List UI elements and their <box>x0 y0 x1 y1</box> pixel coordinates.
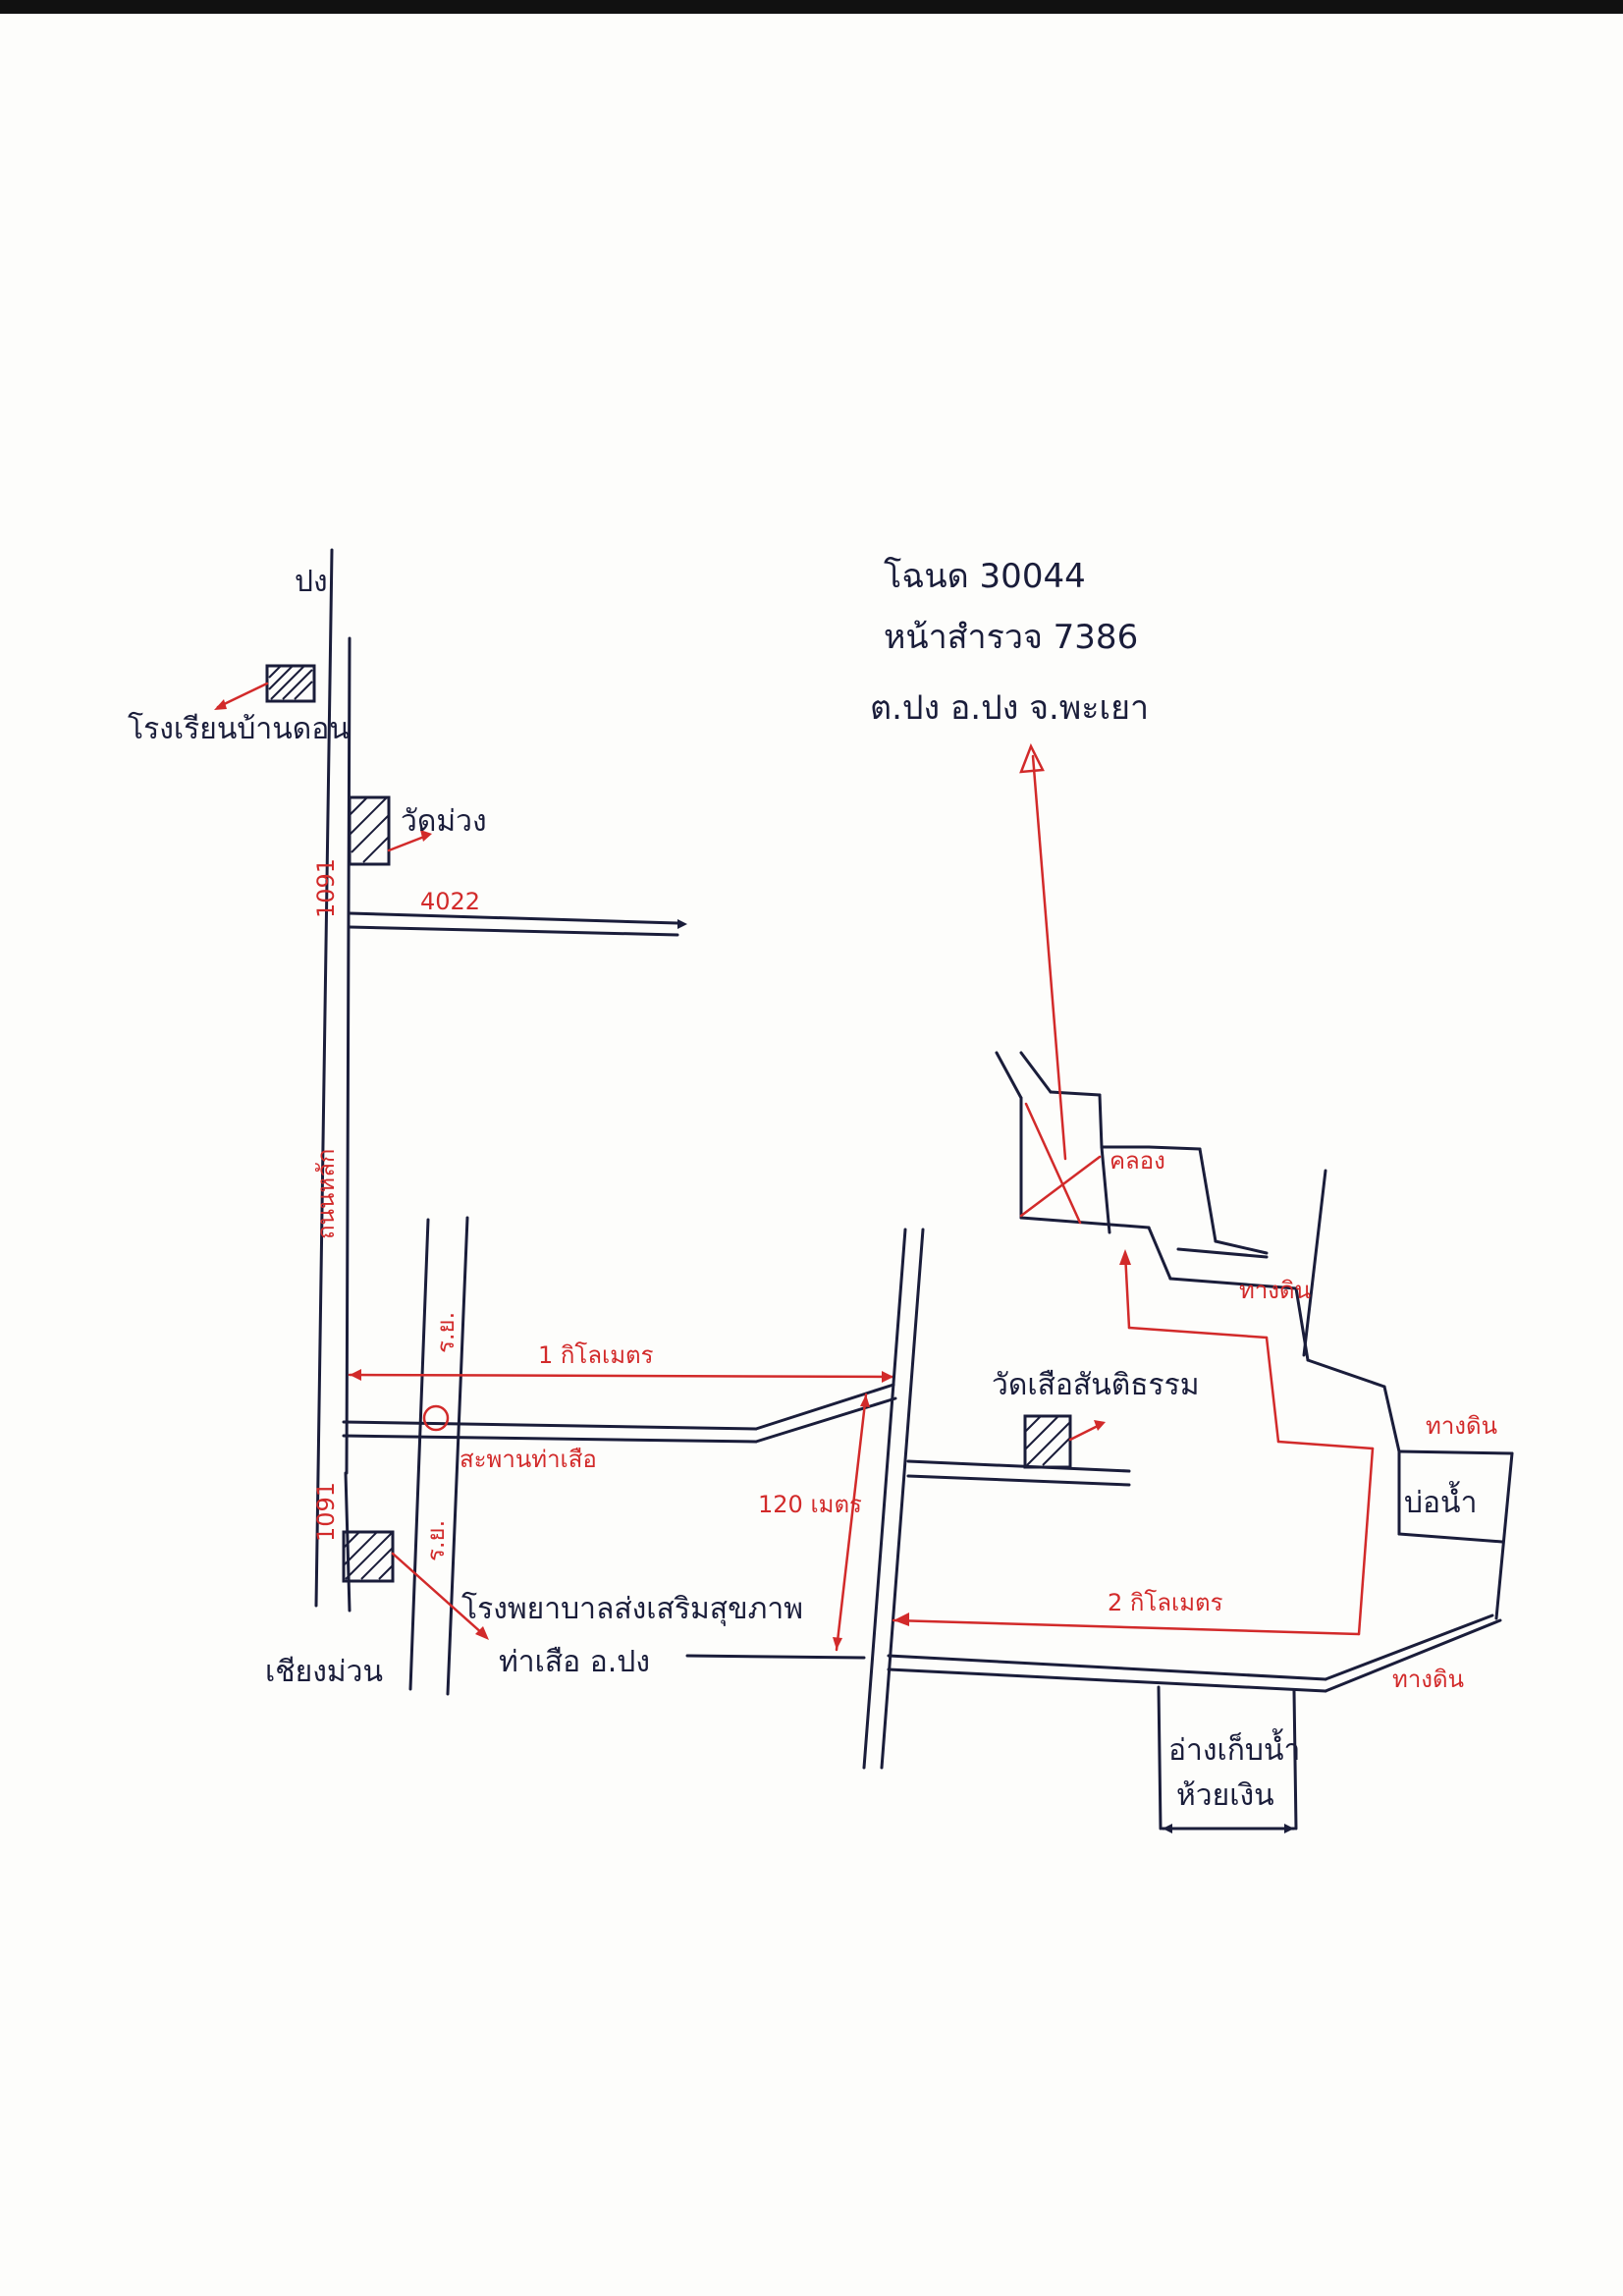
route-1091-bottom: 1091 <box>312 1482 340 1542</box>
temple-mid-label: วัดเสือสันติธรรม <box>992 1368 1200 1402</box>
one-km-label: 1 กิโลเมตร <box>538 1341 654 1369</box>
route-side-label: ถนนหลัก <box>312 1149 340 1239</box>
deed-line-3: ต.ปง อ.ปง จ.พะเยา <box>870 688 1149 728</box>
temple-top-marker <box>348 795 432 866</box>
bridge-road <box>342 1383 897 1444</box>
dirt-road-label-3: ทางดิน <box>1392 1666 1464 1693</box>
hospital-marker <box>342 1530 489 1640</box>
hospital-label-1: โรงพยาบาลส่งเสริมสุขภาพ <box>461 1591 803 1627</box>
deed-line-2: หน้าสำรวจ 7386 <box>884 618 1138 657</box>
waterworks-label-2: ห้วยเงิน <box>1176 1778 1274 1813</box>
school-marker <box>214 664 316 710</box>
road-4022 <box>348 911 687 937</box>
temple-top-label: วัดม่วง <box>401 804 487 839</box>
river <box>408 1216 469 1696</box>
ditch-label: คลอง <box>1109 1147 1165 1175</box>
temple-mid-marker <box>1023 1414 1106 1469</box>
river-label-bottom: ร.ย. <box>422 1520 450 1561</box>
deed-line-1: โฉนด 30044 <box>884 557 1086 596</box>
bridge-label: สะพานท่าเสือ <box>460 1446 597 1473</box>
north-label: ปง <box>295 565 328 599</box>
river-label-top: ร.ย. <box>432 1312 460 1353</box>
land-parcel <box>995 1051 1514 1455</box>
road-4022-label: 4022 <box>420 888 480 915</box>
village-road <box>862 1228 925 1770</box>
scan-edge <box>0 0 1623 14</box>
pump-box <box>1397 1449 1504 1544</box>
bottom-road <box>685 1451 1514 1693</box>
two-km-label: 2 กิโลเมตร <box>1108 1589 1223 1616</box>
dirt-road-label-2: ทางดิน <box>1426 1412 1497 1440</box>
two-km-path <box>892 1249 1375 1636</box>
school-label: โรงเรียนบ้านดอน <box>128 711 350 746</box>
south-label: เชียงม่วน <box>265 1655 383 1689</box>
pump-label: บ่อน้ำ <box>1404 1481 1477 1520</box>
meters-120-label: 120 เมตร <box>758 1491 862 1518</box>
one-km-measure <box>348 1369 895 1383</box>
waterworks-box <box>1157 1685 1298 1833</box>
waterworks-label-1: อ่างเก็บน้ำ <box>1168 1728 1300 1768</box>
temple-road <box>906 1459 1131 1487</box>
hospital-label-2: ท่าเสือ อ.ปง <box>499 1645 650 1679</box>
route-1091-top: 1091 <box>312 858 340 918</box>
deed-pointer <box>1019 742 1067 1161</box>
main-highway <box>314 548 352 1613</box>
dirt-road-label-1: ทางดิน <box>1239 1277 1311 1304</box>
meters-120-measure <box>833 1393 870 1652</box>
